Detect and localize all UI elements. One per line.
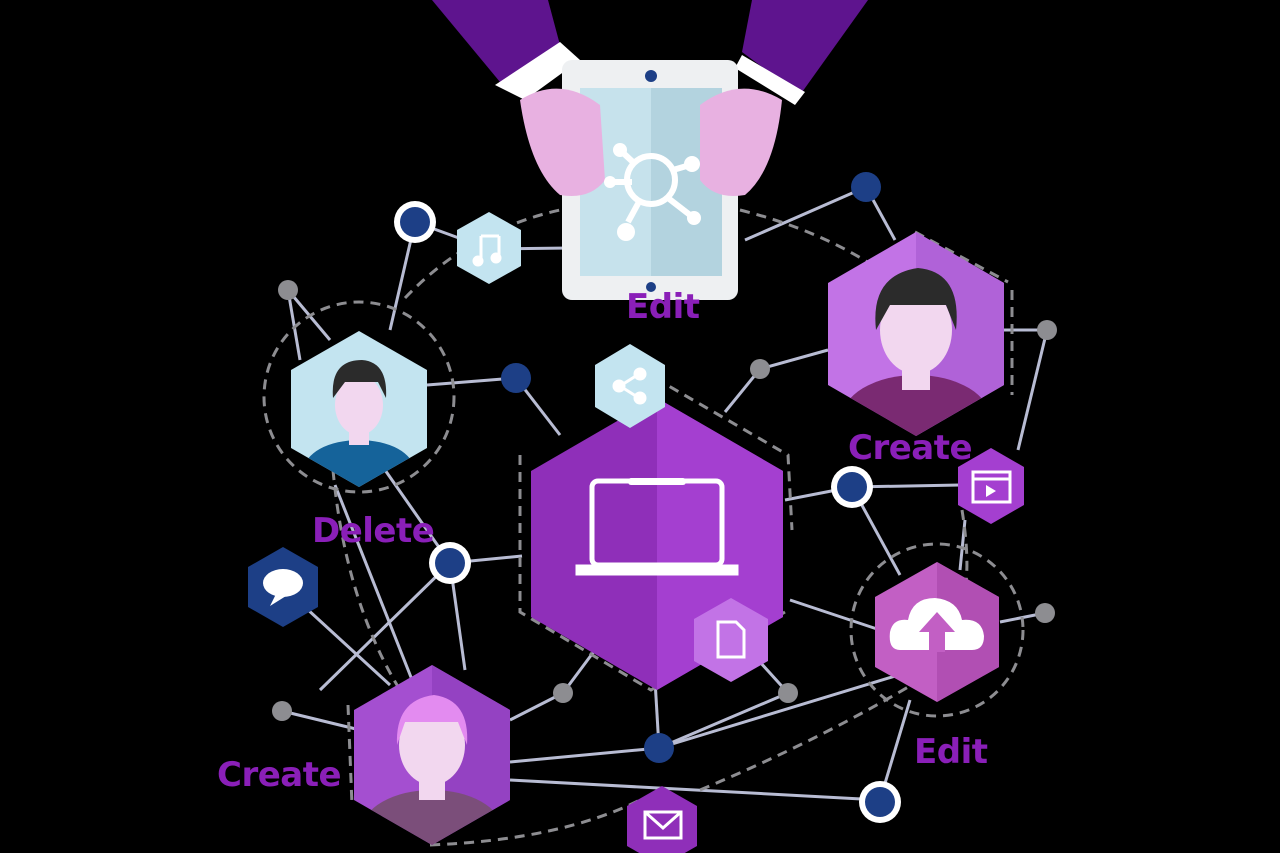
edit-label-top: Edit [626, 287, 700, 327]
edit-label-bottom: Edit [914, 732, 988, 772]
video-icon [971, 470, 1012, 504]
share-icon [612, 367, 647, 405]
music-icon [472, 234, 502, 267]
document-icon [716, 620, 746, 659]
share-hexagon [595, 344, 665, 428]
mail-hexagon [627, 786, 697, 853]
chat-hexagon [248, 547, 318, 627]
cloud-upload-hexagon [875, 562, 999, 702]
hands-holding-tablet [432, 0, 868, 300]
create-label-right: Create [848, 428, 973, 468]
create-label-bottom: Create [217, 755, 342, 795]
chat-icon [263, 569, 303, 606]
delete-label-left: Delete [312, 511, 435, 551]
music-hexagon [457, 212, 521, 284]
cloud-upload-icon [889, 598, 984, 652]
user-avatar-right [828, 232, 1004, 436]
video-hexagon [958, 448, 1024, 524]
mail-icon [643, 810, 683, 840]
document-hexagon [694, 598, 768, 682]
user-avatar-bottom [354, 665, 510, 845]
node-dots [272, 172, 1057, 823]
user-avatar-left [291, 331, 427, 487]
